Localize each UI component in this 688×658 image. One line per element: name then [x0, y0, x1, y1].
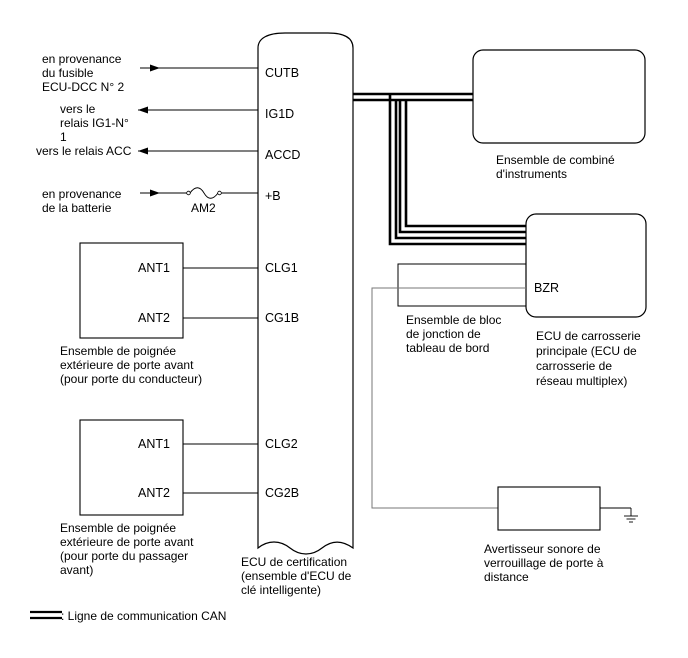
junction-block-label-line: de jonction de	[406, 327, 481, 341]
arrow-left-icon	[138, 147, 148, 155]
pin-ig1d: IG1D	[265, 107, 294, 121]
battery-label-line: en provenance	[42, 187, 122, 201]
pin-accd: ACCD	[265, 148, 300, 162]
certification-ecu-body	[257, 32, 354, 555]
driver-handle-box	[79, 242, 184, 339]
pin-b: +B	[265, 189, 281, 203]
buzzer-box	[497, 486, 601, 531]
driver-handle-label-line: Ensemble de poignée	[60, 344, 176, 358]
legend-text: : Ligne de communication CAN	[61, 609, 226, 623]
passenger-handle-label-line: extérieure de porte avant	[60, 535, 194, 549]
ig1-relay-output: vers le relais IG1-N° 1	[60, 102, 258, 144]
fuse-label: AM2	[191, 201, 216, 215]
passenger-handle-label-line: (pour porte du passager	[60, 549, 188, 563]
arrow-right-icon	[150, 64, 160, 72]
can-line	[394, 100, 526, 240]
legend: : Ligne de communication CAN	[30, 609, 226, 623]
arrow-right-icon	[150, 189, 160, 197]
certification-ecu-label-line: (ensemble d'ECU de	[241, 569, 352, 583]
junction-block-label-line: tableau de bord	[406, 341, 489, 355]
battery-input: en provenance de la batterie AM2	[42, 187, 258, 215]
buzzer-label-line: verrouillage de porte à	[484, 556, 604, 570]
combination-meter-label-line: d'instruments	[496, 167, 567, 181]
driver-ant1-pin: ANT1	[138, 261, 170, 275]
passenger-handle-label-line: avant)	[60, 563, 93, 577]
certification-ecu-label: ECU de certification (ensemble d'ECU de …	[241, 555, 352, 597]
door-lock-buzzer: Avertisseur sonore de verrouillage de po…	[484, 486, 638, 584]
fuse-terminal	[217, 190, 222, 196]
main-body-ecu-label-line: principale (ECU de	[536, 344, 637, 358]
combination-meter: Ensemble de combiné d'instruments	[472, 49, 646, 181]
ecu-dcc-label-line: en provenance	[42, 52, 122, 66]
pin-cg2b: CG2B	[265, 486, 299, 500]
acc-relay-output: vers le relais ACC	[36, 144, 258, 158]
junction-block-box	[397, 263, 527, 307]
ecu-dcc-label-line: du fusible	[42, 66, 94, 80]
arrow-left-icon	[138, 106, 148, 114]
can-line	[388, 94, 526, 246]
ig1-label-line: 1	[60, 130, 67, 144]
buzzer-label-line: distance	[484, 570, 529, 584]
fuse-terminal	[186, 190, 191, 196]
can-line-legend-icon	[30, 610, 62, 620]
driver-door-handle: ANT1 ANT2 Ensemble de poignée extérieure…	[60, 242, 258, 386]
pin-clg2: CLG2	[265, 437, 298, 451]
instrument-panel-junction-block: Ensemble de bloc de jonction de tableau …	[397, 263, 527, 355]
ecu-dcc-label-line: ECU-DCC N° 2	[42, 80, 124, 94]
ig1-label-line: relais IG1-N°	[60, 116, 129, 130]
passenger-ant1-pin: ANT1	[138, 437, 170, 451]
driver-handle-label-line: extérieure de porte avant	[60, 358, 194, 372]
can-line	[404, 100, 526, 228]
combination-meter-box	[472, 49, 646, 144]
fuse-icon	[189, 187, 219, 199]
can-line	[398, 100, 526, 234]
main-body-ecu-label-line: ECU de carrosserie	[536, 329, 641, 343]
bzr-pin: BZR	[534, 281, 559, 295]
certification-ecu-label-line: ECU de certification	[241, 555, 347, 569]
passenger-handle-label-line: Ensemble de poignée	[60, 521, 176, 535]
main-body-ecu-label-line: réseau multiplex)	[536, 374, 627, 388]
battery-label-line: de la batterie	[42, 201, 112, 215]
certification-ecu: CUTB IG1D ACCD +B CLG1 CG1B CLG2 CG2B EC…	[241, 32, 354, 597]
main-body-ecu: BZR ECU de carrosserie principale (ECU d…	[525, 213, 647, 388]
passenger-handle-box	[79, 419, 184, 516]
junction-block-label-line: Ensemble de bloc	[406, 313, 501, 327]
combination-meter-label-line: Ensemble de combiné	[496, 153, 615, 167]
certification-ecu-label-line: clé intelligente)	[241, 583, 321, 597]
main-body-ecu-label-line: carrosserie de	[536, 359, 612, 373]
driver-handle-label-line: (pour porte du conducteur)	[60, 372, 202, 386]
acc-label: vers le relais ACC	[36, 144, 132, 158]
ig1-label-line: vers le	[60, 102, 96, 116]
driver-ant2-pin: ANT2	[138, 311, 170, 325]
passenger-door-handle: ANT1 ANT2 Ensemble de poignée extérieure…	[60, 419, 258, 577]
pin-cutb: CUTB	[265, 66, 299, 80]
ground-icon	[624, 508, 638, 523]
main-body-ecu-box	[525, 213, 647, 318]
buzzer-label-line: Avertisseur sonore de	[484, 542, 601, 556]
pin-cg1b: CG1B	[265, 311, 299, 325]
ecu-dcc-input: en provenance du fusible ECU-DCC N° 2	[42, 52, 258, 94]
passenger-ant2-pin: ANT2	[138, 486, 170, 500]
bzr-wire	[371, 287, 526, 509]
can-bus	[353, 92, 526, 246]
pin-clg1: CLG1	[265, 261, 298, 275]
